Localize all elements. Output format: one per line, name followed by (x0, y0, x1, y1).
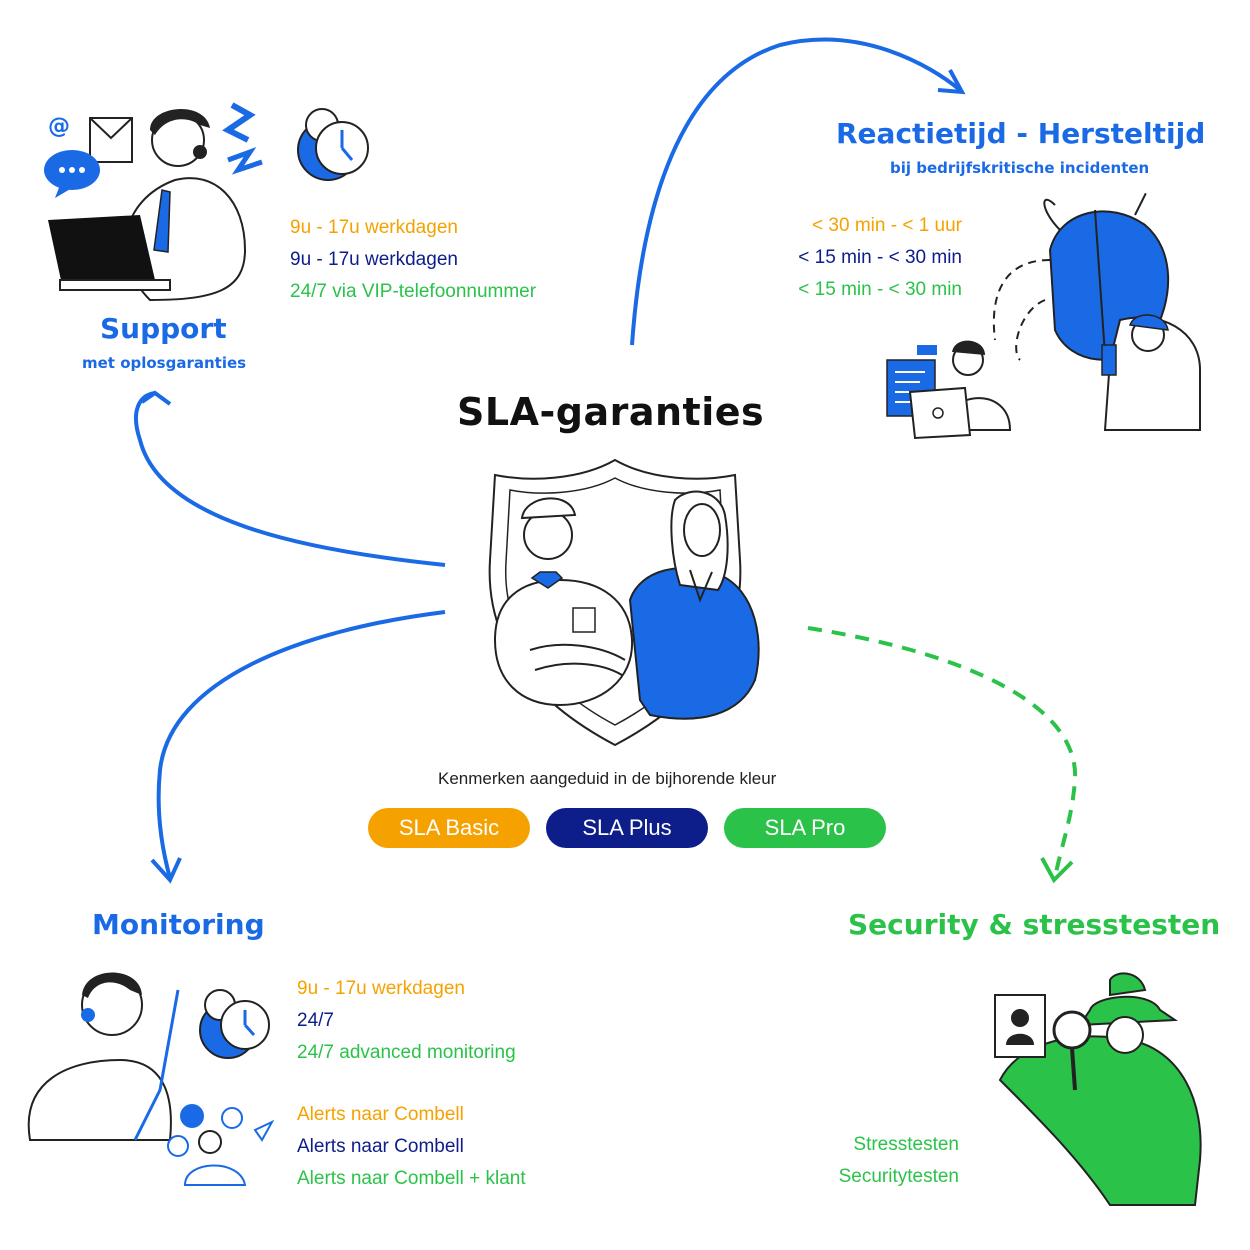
reaction-subheading: bij bedrijfskritische incidenten (890, 159, 1150, 177)
support-plus: 9u - 17u werkdagen (290, 249, 458, 270)
support-heading: Support (100, 312, 227, 345)
page-title: SLA-garanties (457, 390, 765, 434)
alerts-pro: Alerts naar Combell + klant (297, 1168, 526, 1189)
reaction-basic: < 30 min - < 1 uur (812, 215, 962, 236)
reaction-plus: < 15 min - < 30 min (798, 247, 962, 268)
support-subheading: met oplosgaranties (82, 354, 247, 372)
monitoring-heading: Monitoring (92, 908, 265, 941)
alerts-plus: Alerts naar Combell (297, 1136, 464, 1157)
support-basic: 9u - 17u werkdagen (290, 217, 458, 238)
arrow-to-monitoring (150, 610, 446, 884)
security-heading: Security & stresstesten (848, 908, 1221, 941)
arrow-to-reaction (630, 37, 966, 346)
legend-sla-pro: SLA Pro (724, 808, 886, 848)
reaction-levels: < 30 min - < 1 uur < 15 min - < 30 min <… (760, 210, 962, 306)
legend-caption: Kenmerken aangeduid in de bijhorende kle… (438, 769, 777, 788)
monitoring-illustration (27, 972, 275, 1186)
reaction-heading: Reactietijd - Hersteltijd (836, 117, 1206, 150)
monitoring-pro: 24/7 advanced monitoring (297, 1042, 516, 1063)
legend-sla-basic: SLA Basic (368, 808, 530, 848)
support-pro: 24/7 via VIP-telefoonnummer (290, 281, 537, 302)
support-illustration: @ (44, 102, 263, 302)
svg-text:@: @ (48, 114, 70, 139)
alerts-basic: Alerts naar Combell (297, 1104, 464, 1125)
arrow-to-security (807, 626, 1078, 884)
security-stresstesten: Stresstesten (853, 1134, 959, 1155)
detective-illustration (994, 972, 1202, 1206)
sla-team-illustration (488, 458, 760, 747)
security-items: Stresstesten Securitytesten (760, 1129, 959, 1193)
monitoring-basic: 9u - 17u werkdagen (297, 978, 465, 999)
arrow-to-support (134, 390, 446, 567)
reaction-pro: < 15 min - < 30 min (798, 279, 962, 300)
clock-illustration (297, 108, 369, 181)
monitoring-alerts: Alerts naar Combell Alerts naar Combell … (297, 1099, 526, 1195)
monitoring-plus: 24/7 (297, 1010, 334, 1031)
bug-illustration (886, 193, 1201, 440)
security-securitytesten: Securitytesten (838, 1166, 959, 1187)
legend-sla-plus: SLA Plus (546, 808, 708, 848)
monitoring-levels: 9u - 17u werkdagen 24/7 24/7 advanced mo… (297, 973, 516, 1069)
support-levels: 9u - 17u werkdagen 9u - 17u werkdagen 24… (290, 212, 536, 308)
